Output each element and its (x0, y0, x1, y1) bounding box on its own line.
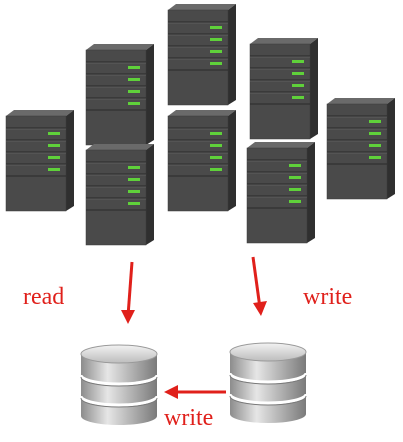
write-arrowhead-icon (253, 301, 267, 316)
server-icon (246, 141, 316, 244)
database-primary-icon (228, 341, 308, 425)
read-arrow (126, 261, 134, 317)
server-icon (249, 37, 319, 140)
server-icon (167, 109, 237, 212)
server-icon (85, 143, 155, 246)
server-icon (326, 97, 396, 200)
write-label: write (303, 284, 353, 310)
database-replica-icon (79, 343, 159, 427)
replication-write-label: write (164, 405, 214, 431)
write-down-arrow (251, 256, 262, 309)
server-icon (5, 109, 75, 212)
read-arrowhead-icon (121, 310, 135, 324)
server-icon (85, 43, 155, 146)
replication-arrowhead-icon (164, 385, 178, 399)
server-icon (167, 3, 237, 106)
read-label: read (23, 284, 65, 310)
